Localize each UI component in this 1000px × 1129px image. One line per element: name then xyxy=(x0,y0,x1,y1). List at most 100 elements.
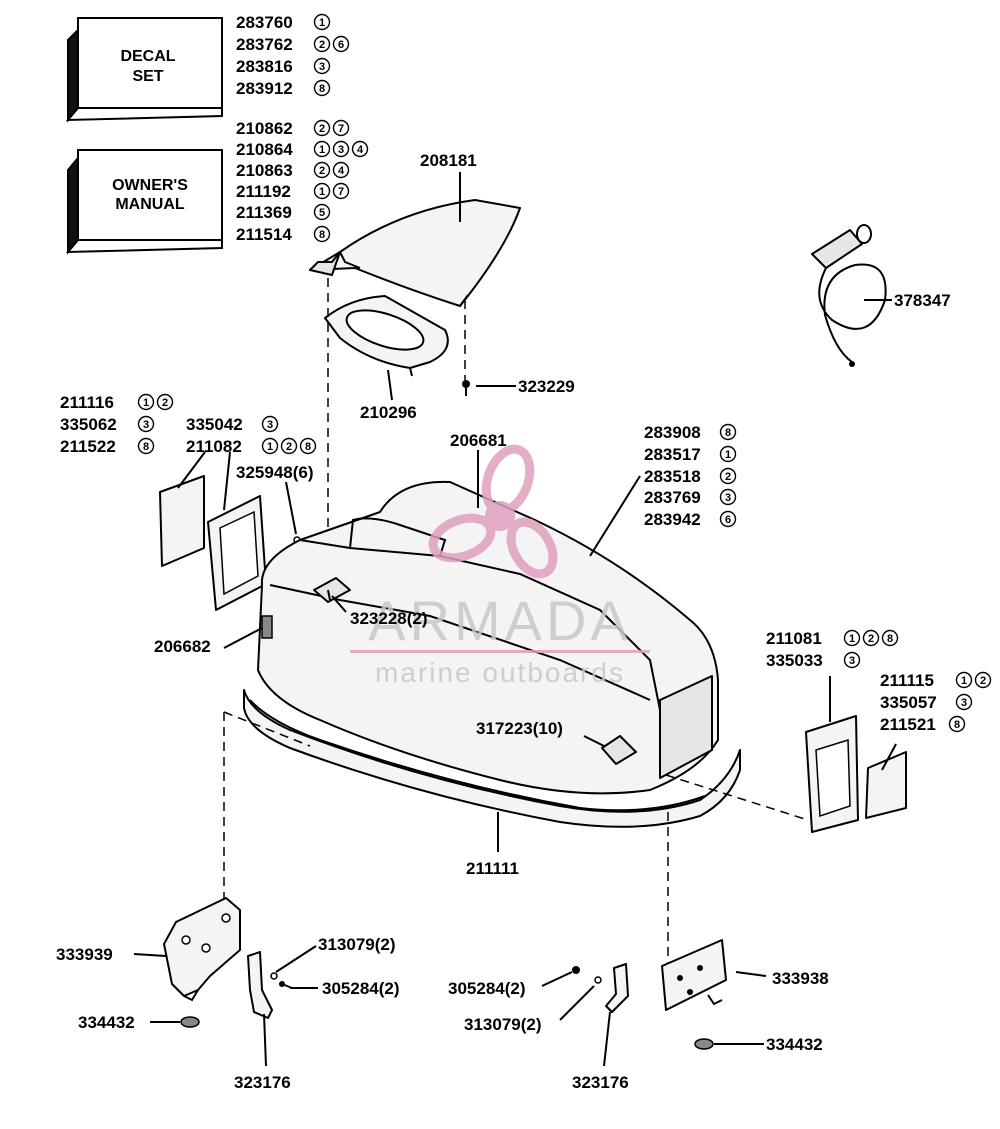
marker-badge: 1 xyxy=(313,182,331,200)
part-number-label: 335057 xyxy=(880,693,937,712)
left-window-part xyxy=(159,475,205,567)
right-window-part xyxy=(865,751,907,819)
marker-badge: 3 xyxy=(261,415,279,433)
decal-set-box: DECAL SET xyxy=(65,17,223,123)
part-number-label: 333939 xyxy=(56,945,113,964)
armada-watermark: ARMADA marine outboards xyxy=(350,444,650,688)
part-number-label: 283517 xyxy=(644,445,701,464)
left-frame-part xyxy=(207,495,267,611)
part-number-label: 305284(2) xyxy=(322,979,400,998)
part-number-label: 323229 xyxy=(518,377,575,396)
marker-badge: 8 xyxy=(881,629,899,647)
svg-text:1: 1 xyxy=(143,397,149,409)
part-number-label: 208181 xyxy=(420,151,477,170)
part-number-label: 206681 xyxy=(450,431,507,450)
svg-text:1: 1 xyxy=(319,144,325,156)
marker-badge: 2 xyxy=(280,437,298,455)
marker-badge: 2 xyxy=(719,467,737,485)
right-frame-part-numbers: 211081 1 2 8 335033 3 xyxy=(766,629,899,670)
marker-badge: 6 xyxy=(332,35,350,53)
top-cover-seal-part xyxy=(324,295,449,377)
right-mount-bracket-part xyxy=(661,939,727,1011)
svg-text:3: 3 xyxy=(143,419,149,431)
left-window-part-numbers: 211116 1 2 335062 3 211522 8 xyxy=(60,393,174,456)
marker-badge: 2 xyxy=(313,119,331,137)
marker-badge: 1 xyxy=(843,629,861,647)
part-number-label: 211192 xyxy=(236,182,291,201)
marker-badge: 5 xyxy=(313,203,331,221)
marker-badge: 3 xyxy=(955,693,973,711)
part-number-label: 210296 xyxy=(360,403,417,422)
svg-text:2: 2 xyxy=(286,441,292,453)
marker-badge: 1 xyxy=(313,13,331,31)
marker-badge: 8 xyxy=(719,423,737,441)
part-number-label: 317223(10) xyxy=(476,719,563,738)
marker-badge: 3 xyxy=(137,415,155,433)
part-number-label: 283942 xyxy=(644,510,701,529)
part-number-label: 206682 xyxy=(154,637,211,656)
owners-manual-title-line1: OWNER'S xyxy=(112,177,188,194)
part-number-label: 283908 xyxy=(644,423,701,442)
svg-text:1: 1 xyxy=(319,186,325,198)
part-number-label: 211081 xyxy=(766,629,822,648)
top-cover-part xyxy=(309,199,521,307)
part-number-label: 211115 xyxy=(880,671,934,690)
right-frame-part xyxy=(805,715,859,833)
svg-text:8: 8 xyxy=(305,441,311,453)
part-number-label: 334432 xyxy=(766,1035,823,1054)
svg-text:2: 2 xyxy=(319,39,325,51)
right-hardware xyxy=(572,966,602,984)
svg-text:2: 2 xyxy=(162,397,168,409)
right-clip-323176 xyxy=(605,963,629,1013)
marker-badge: 8 xyxy=(948,715,966,733)
part-number-label: 323176 xyxy=(572,1073,629,1092)
part-number-label: 283912 xyxy=(236,79,293,98)
marker-badge: 8 xyxy=(299,437,317,455)
primer-cable-part xyxy=(811,224,887,367)
left-hardware xyxy=(270,972,293,989)
part-number-label: 211522 xyxy=(60,437,116,456)
marker-badge: 4 xyxy=(332,161,350,179)
svg-text:8: 8 xyxy=(319,83,325,95)
marker-badge: 4 xyxy=(351,140,369,158)
part-number-label: 211369 xyxy=(236,203,292,222)
left-clip-323176 xyxy=(247,951,273,1019)
marker-badge: 1 xyxy=(313,140,331,158)
part-number-label: 283816 xyxy=(236,57,293,76)
part-number-label: 210864 xyxy=(236,140,293,159)
svg-text:1: 1 xyxy=(267,441,273,453)
svg-text:3: 3 xyxy=(961,697,967,709)
part-number-label: 210862 xyxy=(236,119,293,138)
part-number-label: 323176 xyxy=(234,1073,291,1092)
svg-text:8: 8 xyxy=(143,441,149,453)
hood-part-numbers: 283908 8 283517 1 283518 2 283769 3 2839… xyxy=(644,423,737,529)
part-number-label: 283762 xyxy=(236,35,293,54)
part-number-label: 211111 xyxy=(466,859,519,878)
watermark-tagline: marine outboards xyxy=(375,657,625,688)
marker-badge: 7 xyxy=(332,182,350,200)
svg-text:6: 6 xyxy=(725,514,731,526)
part-number-label: 283769 xyxy=(644,488,701,507)
svg-text:1: 1 xyxy=(725,449,731,461)
marker-badge: 6 xyxy=(719,510,737,528)
svg-text:3: 3 xyxy=(267,419,273,431)
part-number-label: 313079(2) xyxy=(318,935,396,954)
marker-badge: 1 xyxy=(137,393,155,411)
part-number-label: 211514 xyxy=(236,225,292,244)
marker-badge: 8 xyxy=(313,79,331,97)
part-number-label: 378347 xyxy=(894,291,951,310)
decal-part-numbers: 283760 1 283762 2 6 283816 3 283912 8 xyxy=(236,13,350,98)
marker-badge: 1 xyxy=(261,437,279,455)
marker-badge: 2 xyxy=(156,393,174,411)
svg-text:3: 3 xyxy=(338,144,344,156)
manual-part-numbers: 210862 2 7 210864 1 3 4 210863 2 4 21119… xyxy=(236,119,369,244)
marker-badge: 3 xyxy=(719,488,737,506)
svg-text:6: 6 xyxy=(338,39,344,51)
svg-text:8: 8 xyxy=(887,633,893,645)
svg-text:7: 7 xyxy=(338,123,344,135)
part-number-label: 335062 xyxy=(60,415,117,434)
part-number-label: 325948(6) xyxy=(236,463,314,482)
marker-badge: 2 xyxy=(313,161,331,179)
marker-badge: 2 xyxy=(313,35,331,53)
part-number-label: 305284(2) xyxy=(448,979,526,998)
